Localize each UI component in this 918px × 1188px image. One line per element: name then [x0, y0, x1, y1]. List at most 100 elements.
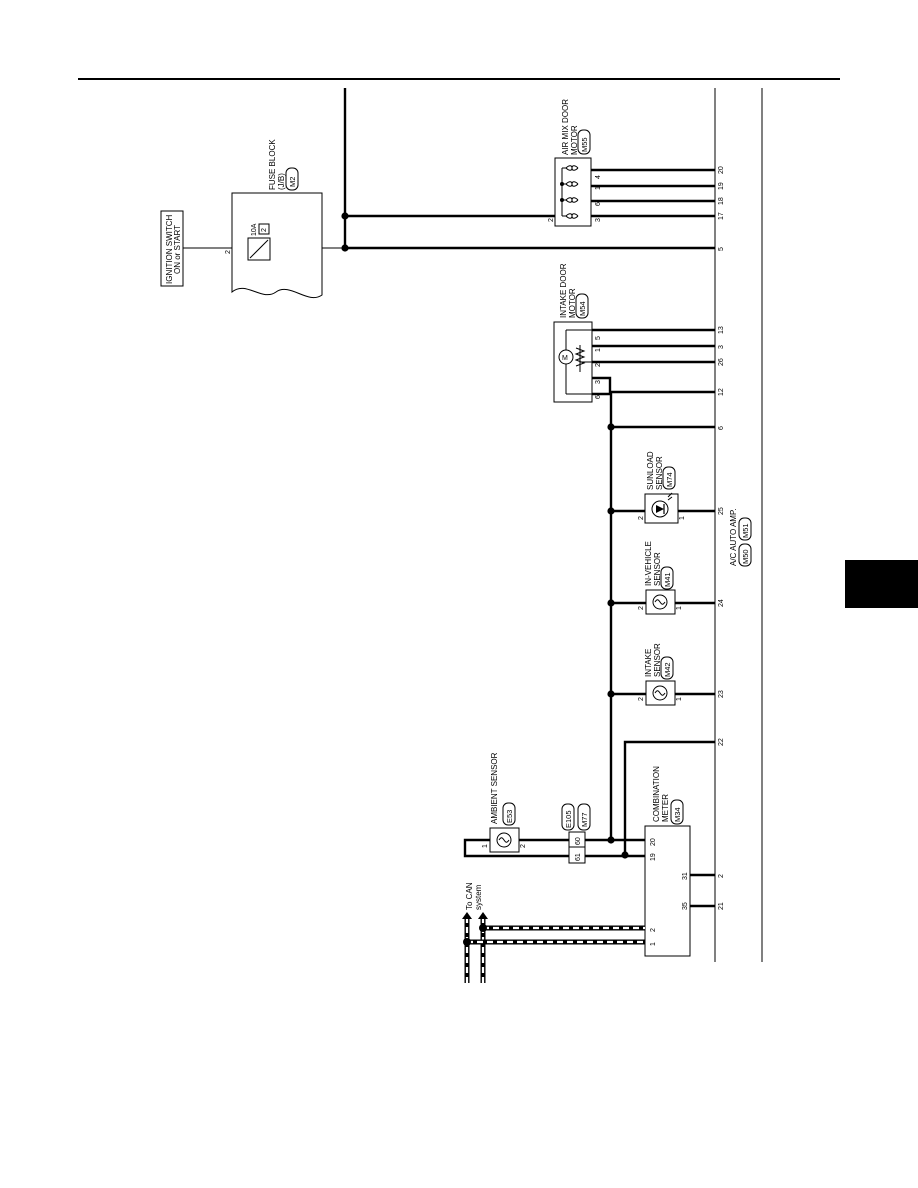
intake-sensor-pin-left: 2 — [638, 697, 645, 701]
intake-sensor-connector: M42 — [663, 662, 672, 677]
fuse-block-label-2: (J/B) — [277, 173, 286, 190]
ac-amp-pin: 2 — [718, 874, 725, 878]
ac-amp-pin: 18 — [718, 197, 725, 205]
ac-amp-pin: 17 — [718, 212, 725, 220]
junction-dot — [607, 690, 615, 698]
intake-motor-label-2: MOTOR — [568, 288, 577, 318]
air-mix-connector: M55 — [580, 137, 589, 152]
intake-motor-pin: 1 — [595, 348, 602, 352]
intake-sensor-label-2: SENSOR — [653, 643, 662, 677]
sunload-sensor: 2 1 SUNLOAD SENSOR M74 — [638, 451, 686, 524]
junction-dot — [607, 599, 615, 607]
intake-door-motor: M 5 1 2 3 6 INTAKE DOOR MOTOR M54 — [553, 263, 602, 403]
ac-amp-pin: 13 — [718, 326, 725, 334]
intake-motor-connector: M54 — [578, 301, 587, 316]
meter-pin: 31 — [682, 872, 689, 880]
sunload-pin-right: 1 — [679, 516, 686, 520]
air-mix-pin: 6 — [595, 202, 602, 206]
in-vehicle-label-1: IN-VEHICLE — [644, 541, 653, 586]
intake-sensor-pin-right: 1 — [676, 697, 683, 701]
air-mix-label-1: AIR MIX DOOR — [561, 99, 570, 155]
air-mix-label-2: MOTOR — [570, 125, 579, 155]
intake-motor-pin: 3 — [595, 380, 602, 384]
wire-ambient-1 — [463, 838, 569, 858]
intake-sensor: 2 1 INTAKE SENSOR M42 — [638, 643, 683, 706]
intake-motor-label-1: INTAKE DOOR — [559, 263, 568, 318]
combination-meter: 20 19 31 35 2 1 COMBINATION METER M34 — [644, 766, 691, 957]
ac-amp-pin: 12 — [718, 388, 725, 396]
sunload-connector: M74 — [665, 472, 674, 487]
in-vehicle-connector: M41 — [663, 572, 672, 587]
air-mix-pin: 3 — [595, 218, 602, 222]
junction-dot — [607, 507, 615, 515]
can-label-1: To CAN — [465, 882, 474, 910]
ambient-pin-left: 1 — [482, 844, 489, 848]
can-label-2: system — [474, 884, 483, 910]
air-mix-pin-side: 2 — [548, 218, 555, 222]
wire-ground-bus — [592, 392, 715, 429]
ambient-pin-right: 2 — [520, 844, 527, 848]
ambient-connector: E53 — [505, 810, 514, 823]
ambient-label: AMBIENT SENSOR — [490, 752, 499, 824]
junction-pin: 61 — [575, 853, 582, 861]
ignition-switch-label-2: ON or START — [173, 225, 182, 274]
ac-amp-pin: 5 — [718, 247, 725, 251]
sunload-pin-left: 2 — [638, 516, 645, 520]
ambient-sensor: 1 2 AMBIENT SENSOR E53 — [482, 752, 527, 853]
wire-intake-12 — [592, 376, 715, 394]
intake-motor-pin: 2 — [595, 363, 602, 367]
in-vehicle-label-2: SENSOR — [653, 552, 662, 586]
fuse-block-label-1: FUSE BLOCK — [268, 139, 277, 190]
motor-symbol: M — [562, 355, 568, 362]
air-mix-door-motor: 2 4 1 6 3 AIR MIX DOOR MOTOR M55 — [548, 99, 602, 227]
ac-amp-pin: 25 — [718, 507, 725, 515]
meter-connector: M34 — [673, 807, 682, 822]
ignition-switch: IGNITION SWITCH ON or START — [160, 210, 184, 287]
junction-dot — [341, 212, 349, 220]
ac-amp-pin: 19 — [718, 182, 725, 190]
junction-connector: 60 61 E105 M77 — [561, 803, 591, 864]
ignition-switch-label-1: IGNITION SWITCH — [165, 214, 174, 284]
intake-motor-pin: 6 — [595, 395, 602, 399]
ac-amp-pin: 21 — [718, 902, 725, 910]
in-vehicle-pin-left: 2 — [638, 606, 645, 610]
meter-label-2: METER — [661, 794, 670, 822]
meter-pin: 20 — [650, 838, 657, 846]
ac-amp-pin: 24 — [718, 599, 725, 607]
meter-pin: 1 — [650, 942, 657, 946]
ac-amp-pin: 23 — [718, 690, 725, 698]
intake-motor-pin: 5 — [595, 336, 602, 340]
ac-amp-pin: 22 — [718, 738, 725, 746]
fuse-block: 2 10A 2 FUSE BLOCK (J/B) M2 — [225, 139, 323, 298]
ac-amp-pin: 6 — [718, 426, 725, 430]
junction-connector-a: E105 — [564, 810, 573, 828]
ac-auto-amp-pins: 20 19 18 17 5 13 3 26 12 6 25 24 23 22 2… — [718, 166, 725, 910]
ac-amp-connector-b: M51 — [741, 523, 750, 538]
ac-amp-pin: 3 — [718, 345, 725, 349]
ac-amp-pin: 26 — [718, 358, 725, 366]
ac-amp-title: A/C AUTO AMP. — [729, 508, 738, 566]
junction-pin: 60 — [575, 837, 582, 845]
ac-auto-amp-label: A/C AUTO AMP. M50 M51 — [729, 508, 752, 567]
meter-label-1: COMBINATION — [652, 766, 661, 822]
fuse-block-pin: 2 — [225, 250, 232, 254]
air-mix-pin: 4 — [595, 175, 602, 179]
fuse-rating: 10A — [251, 223, 258, 236]
meter-pin: 2 — [650, 928, 657, 932]
can-lines: To CAN system — [462, 882, 645, 983]
meter-pin: 35 — [682, 902, 689, 910]
wire-ampl-22 — [623, 740, 715, 855]
junction-dot — [607, 836, 615, 844]
meter-pin: 19 — [650, 853, 657, 861]
intake-sensor-label-1: INTAKE — [644, 649, 653, 677]
ac-amp-pin: 20 — [718, 166, 725, 174]
junction-dot — [341, 244, 349, 252]
section-tab — [845, 560, 918, 608]
sunload-label-1: SUNLOAD — [646, 451, 655, 490]
sunload-label-2: SENSOR — [655, 456, 664, 490]
in-vehicle-pin-right: 1 — [676, 606, 683, 610]
ac-amp-connector-a: M50 — [741, 549, 750, 564]
air-mix-pin: 1 — [595, 186, 602, 190]
fuse-block-connector: M2 — [288, 177, 297, 187]
